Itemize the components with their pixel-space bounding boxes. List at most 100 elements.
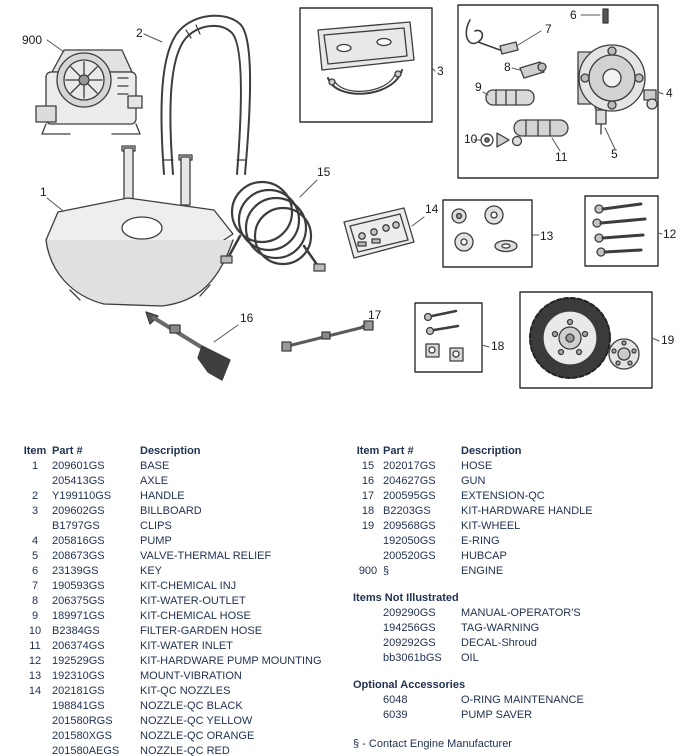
engine-drawing — [35, 49, 143, 135]
cell-description: BASE — [140, 460, 170, 472]
callout-16: 16 — [240, 311, 254, 325]
cell-description: MOUNT-VIBRATION — [140, 670, 242, 682]
table-row: 900 § ENGINE — [353, 564, 683, 579]
callout-4: 4 — [666, 86, 673, 100]
parts-tables: Item Part # Description 1 209601GS BASE … — [0, 444, 683, 756]
cell-item — [18, 519, 52, 534]
pump-assembly-box — [457, 4, 659, 179]
cell-part-number: 208673GS — [52, 550, 105, 562]
cell-item: 3 — [31, 505, 39, 517]
cell-item: 4 — [31, 535, 39, 547]
cell-item: 9 — [31, 610, 39, 622]
table-row: 11 206374GS KIT-WATER INLET — [18, 639, 345, 654]
wheel-kit-box — [519, 291, 653, 389]
cell-description: OIL — [461, 652, 479, 664]
cell-description: KIT-HARDWARE PUMP MOUNTING — [140, 655, 322, 667]
cell-item: 13 — [28, 670, 42, 682]
cell-part-number: 205816GS — [52, 535, 105, 547]
table-row: 200520GS HUBCAP — [353, 549, 683, 564]
cell-description: DECAL-Shroud — [461, 637, 537, 649]
callout-11: 11 — [555, 150, 568, 164]
cell-part-number: 206374GS — [52, 640, 105, 652]
col-header-part: Part # — [52, 445, 83, 457]
cell-item — [18, 714, 52, 729]
cell-description: KIT-WATER INLET — [140, 640, 233, 652]
parts-table-right: Item Part # Description 15 202017GS HOSE… — [345, 444, 683, 756]
table-header-left: Item Part # Description — [18, 444, 345, 459]
callout-13: 13 — [540, 229, 554, 243]
table-row: 13 192310GS MOUNT-VIBRATION — [18, 669, 345, 684]
cell-part-number: § — [383, 565, 390, 577]
cell-part-number: 6039 — [383, 709, 408, 721]
billboard-box — [299, 7, 433, 123]
cell-item: 6 — [31, 565, 39, 577]
cell-item: 2 — [31, 490, 39, 502]
table-row: 205413GS AXLE — [18, 474, 345, 489]
handle-hardware-box — [414, 302, 483, 373]
cell-item — [353, 621, 383, 636]
callout-2: 2 — [136, 26, 143, 40]
cell-item: 18 — [361, 505, 375, 517]
callout-14: 14 — [425, 202, 439, 216]
parts-table-left: Item Part # Description 1 209601GS BASE … — [0, 444, 345, 756]
cell-part-number: 204627GS — [383, 475, 436, 487]
cell-part-number: 198841GS — [52, 700, 105, 712]
cell-part-number: B1797GS — [52, 520, 100, 532]
table-row: 201580XGS NOZZLE-QC ORANGE — [18, 729, 345, 744]
cell-part-number: 202181GS — [52, 685, 105, 697]
cell-item: 5 — [31, 550, 39, 562]
callout-10: 10 — [464, 132, 478, 146]
cell-description: AXLE — [140, 475, 169, 487]
section-title-optional-accessories: Optional Accessories — [353, 679, 466, 691]
cell-item — [353, 534, 383, 549]
cell-part-number: 209568GS — [383, 520, 436, 532]
cell-description: HANDLE — [140, 490, 185, 502]
cell-description: VALVE-THERMAL RELIEF — [140, 550, 272, 562]
hose-drawing — [220, 180, 326, 272]
cell-part-number: Y199110GS — [52, 490, 112, 502]
cell-item — [353, 549, 383, 564]
table-row: 194256GS TAG-WARNING — [353, 621, 683, 636]
callout-7: 7 — [545, 22, 552, 36]
cell-item: 14 — [28, 685, 42, 697]
section-body-not-illustrated: 209290GS MANUAL-OPERATOR'S 194256GS TAG-… — [353, 606, 683, 666]
callout-6: 6 — [570, 8, 577, 22]
table-row: bb3061bGS OIL — [353, 651, 683, 666]
col-header-description: Description — [140, 445, 201, 457]
cell-part-number: 23139GS — [52, 565, 99, 577]
cell-description: KIT-CHEMICAL INJ — [140, 580, 237, 592]
table-body-right: 15 202017GS HOSE 16 204627GS GUN 17 2005… — [353, 459, 683, 579]
cell-item — [353, 708, 383, 723]
cell-item: 16 — [361, 475, 375, 487]
cell-description: NOZZLE-QC YELLOW — [140, 715, 253, 727]
leader-lines — [46, 14, 664, 348]
cell-part-number: 192310GS — [52, 670, 105, 682]
callout-1: 1 — [40, 185, 47, 199]
chemical-hose-part — [465, 19, 501, 51]
cell-description: E-RING — [461, 535, 500, 547]
cell-description: KIT-QC NOZZLES — [140, 685, 231, 697]
cell-item — [18, 699, 52, 714]
table-row: 14 202181GS KIT-QC NOZZLES — [18, 684, 345, 699]
cell-item: 10 — [28, 625, 42, 637]
table-row: 5 208673GS VALVE-THERMAL RELIEF — [18, 549, 345, 564]
section-body-optional-accessories: 6048 O-RING MAINTENANCE 6039 PUMP SAVER — [353, 693, 683, 723]
callout-8: 8 — [504, 60, 511, 74]
cell-part-number: 192529GS — [52, 655, 105, 667]
cell-part-number: 192050GS — [383, 535, 436, 547]
table-row: 209292GS DECAL-Shroud — [353, 636, 683, 651]
cell-item — [18, 729, 52, 744]
cell-item: 12 — [28, 655, 42, 667]
cell-item — [18, 474, 52, 489]
table-row: 19 209568GS KIT-WHEEL — [353, 519, 683, 534]
cell-part-number: 190593GS — [52, 580, 105, 592]
cell-part-number: 194256GS — [383, 622, 436, 634]
cell-description: HOSE — [461, 460, 493, 472]
callout-15: 15 — [317, 165, 331, 179]
nozzle-kit-drawing — [343, 207, 415, 259]
table-row: 8 206375GS KIT-WATER-OUTLET — [18, 594, 345, 609]
cell-description: FILTER-GARDEN HOSE — [140, 625, 263, 637]
cell-part-number: 201580AEGS — [52, 745, 120, 756]
table-header-right: Item Part # Description — [353, 444, 683, 459]
